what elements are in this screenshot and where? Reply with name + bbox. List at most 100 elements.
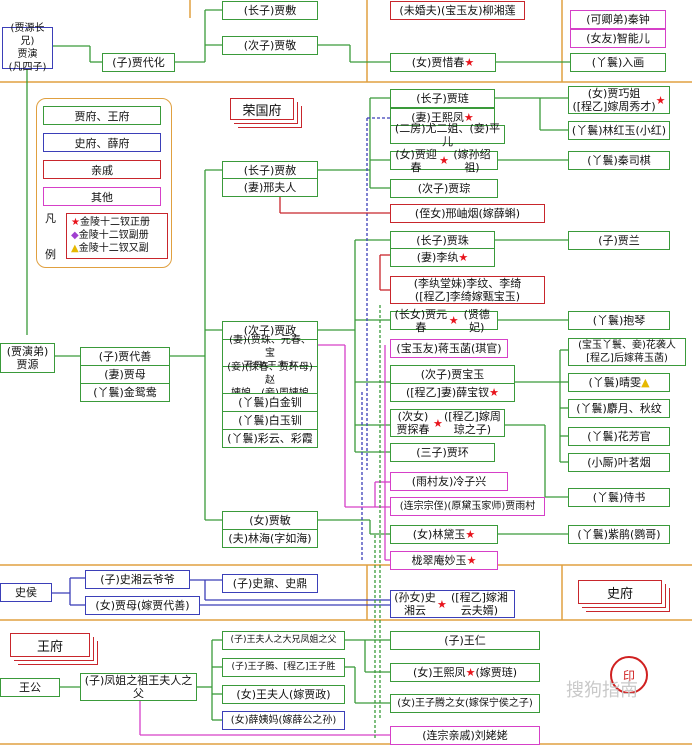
node-jia-min: (女)贾敏 <box>222 511 318 530</box>
star-icon: ★ <box>436 597 447 611</box>
node-mingyan-text: (小厮)叶茗烟 <box>587 456 651 469</box>
node-wang-father: (子)王夫人之大兄凤姐之父 <box>222 631 345 650</box>
node-baochai-text: ([程乙]妻)薛宝钗 <box>405 386 490 399</box>
node-yingchun: (女)贾迎春★(嫁孙绍祖) <box>390 148 498 174</box>
node-shishu-text: (丫鬟)侍书 <box>592 491 646 504</box>
node-qin-zhong-text: (可卿弟)秦钟 <box>586 13 650 26</box>
node-jia-daishan: (子)贾代善 <box>80 347 170 366</box>
banner-wang-label: 王府 <box>36 639 63 655</box>
legend-key: ★金陵十二钗正册 ◆金陵十二钗副册 ▲金陵十二钗又副 <box>66 213 168 259</box>
node-jia-lan-text: (子)贾兰 <box>598 234 640 247</box>
node-baoyu-text: (次子)贾宝玉 <box>420 368 485 381</box>
node-miaoyu-text: 栊翠庵妙玉 <box>411 554 467 567</box>
banner-wang: 王府 <box>10 633 90 657</box>
star-icon: ★ <box>439 154 449 167</box>
node-shihou: 史侯 <box>0 583 52 602</box>
legend-jia-wang: 贾府、王府 <box>43 106 161 125</box>
node-shi-grandpa-text: (子)史湘云爷爷 <box>100 573 175 586</box>
node-jia-fu-text: (长子)贾敷 <box>243 4 297 17</box>
node-jia-mu-wife: (妻)贾母 <box>80 365 170 384</box>
legend-jia-wang-label: 贾府、王府 <box>74 109 130 123</box>
star-icon: ★ <box>448 314 459 327</box>
node-yuanyang-text: (丫鬟)金鸳鸯 <box>93 386 157 399</box>
node-wang-gong-text: 王公 <box>19 681 41 694</box>
triangle-icon: ▲ <box>641 376 650 389</box>
node-zijuan-text: (丫鬟)紫鹃(鹦哥) <box>577 528 661 541</box>
node-jia-huan-text: (三子)贾环 <box>416 446 469 459</box>
node-wang-furen-marry: (女)王夫人(嫁贾政) <box>222 685 345 704</box>
node-zhao-yiniang: (妾)(探春、贾环母)赵 姨娘、(妾)周姨娘 <box>222 362 318 399</box>
node-wang-furen-marry-text: (女)王夫人(嫁贾政) <box>236 688 331 701</box>
node-jia-lan: (子)贾兰 <box>568 231 670 250</box>
node-jia-zhu-text: (长子)贾珠 <box>416 234 469 247</box>
node-jia-yan-text: (贾源长兄) 贾演 (凡四子) <box>8 23 47 73</box>
node-jia-yucun: (连宗宗侄)(原黛玉家师)贾雨村 <box>390 497 545 516</box>
star-icon: ★ <box>466 554 477 567</box>
legend-relatives: 亲戚 <box>43 160 161 179</box>
star-icon: ★ <box>465 666 476 679</box>
legend-others-label: 其他 <box>91 190 113 204</box>
node-li-wan-text: (妻)李纨 <box>416 251 459 264</box>
node-yuanchun: (长女)贾元春★ (贤德妃) <box>390 308 498 334</box>
node-xichun: (女)贾惜春★ <box>390 53 496 72</box>
node-tanchun-text: (次女)贾探春 <box>396 410 430 436</box>
key-main: 金陵十二钗正册 <box>79 217 150 228</box>
node-xifeng-note: (嫁贾琏) <box>475 666 518 679</box>
node-tanchun: (次女)贾探春★([程乙]嫁周琼之子) <box>390 409 505 437</box>
node-baiyu-text: (丫鬟)白玉钏 <box>238 414 302 427</box>
diamond-icon: ◆ <box>71 230 79 241</box>
banner-rongguo-label: 荣国府 <box>242 103 282 119</box>
node-li-sisters-text: (李纨堂妹)李纹、李绮 ([程乙]李绮嫁甄宝玉) <box>413 277 522 303</box>
seal-text: 印 <box>622 668 635 683</box>
star-icon: ★ <box>71 217 80 228</box>
node-wang-xifeng-daughter: (女)王熙凤★(嫁贾琏) <box>390 663 540 682</box>
star-icon: ★ <box>463 111 474 124</box>
key-extra: 金陵十二钗又副 <box>78 243 149 254</box>
node-liu-xianglian-text: (未婚夫)(宝玉友)柳湘莲 <box>399 4 516 17</box>
node-sheyue-text: (丫鬟)麝月、秋纹 <box>576 402 662 415</box>
node-jia-lian: (长子)贾琏 <box>390 89 495 108</box>
node-jia-cong-text: (次子)贾琮 <box>417 182 471 195</box>
node-zijuan: (丫鬟)紫鹃(鹦哥) <box>568 525 670 544</box>
node-sheyue: (丫鬟)麝月、秋纹 <box>568 399 670 418</box>
node-jia-huan: (三子)贾环 <box>390 443 495 462</box>
node-xing-furen-text: (妻)邢夫人 <box>243 181 297 194</box>
node-jia-yucun-text: (连宗宗侄)(原黛玉家师)贾雨村 <box>399 501 536 512</box>
node-shishu: (丫鬟)侍书 <box>568 488 670 507</box>
node-jia-mu-wife-text: (妻)贾母 <box>104 368 146 381</box>
node-jia-daishan-text: (子)贾代善 <box>98 350 152 363</box>
node-jia-cong: (次子)贾琮 <box>390 179 498 198</box>
node-jia-mu-shi: (女)贾母(嫁贾代善) <box>85 596 200 615</box>
star-icon: ★ <box>458 251 469 264</box>
node-miaoyu: 栊翠庵妙玉★ <box>390 551 498 570</box>
node-xichun-text: (女)贾惜春 <box>411 56 465 69</box>
node-yuanchun-text: (长女)贾元春 <box>394 307 448 334</box>
node-jia-zhu: (长子)贾珠 <box>390 231 495 250</box>
node-xiangyun-note: ([程乙]嫁湘云夫婿) <box>450 591 508 617</box>
node-huaxiren-text: (宝玉丫鬟、妾)花袭人 [程乙]后嫁蒋玉菡) <box>578 340 676 364</box>
node-ruhua-text: (丫鬟)入画 <box>591 56 645 69</box>
node-jia-mu-shi-text: (女)贾母(嫁贾代善) <box>95 599 190 612</box>
node-liu-laolao-text: (连宗亲戚)刘姥姥 <box>422 729 508 742</box>
seal-stamp: 印 <box>610 656 648 694</box>
star-icon: ★ <box>432 416 443 430</box>
node-baochai: ([程乙]妻)薛宝钗★ <box>390 383 515 402</box>
node-jia-she: (长子)贾赦 <box>222 161 318 180</box>
node-fengjie-grandpa: (子)凤姐之祖王夫人之 父 <box>80 673 197 701</box>
node-jia-zheng-text: (次子)贾政 <box>243 324 297 337</box>
node-baoqin-text: (丫鬟)抱琴 <box>592 314 646 327</box>
node-shi-grandpa: (子)史湘云爷爷 <box>85 570 190 589</box>
node-siqi: (丫鬟)秦司棋 <box>568 151 670 170</box>
node-xue-yima: (女)薛姨妈(嫁薛公之孙) <box>222 711 345 730</box>
node-jiang-yuhan: (宝玉友)蒋玉菡(琪官) <box>390 339 508 358</box>
node-qingwen: (丫鬟)晴雯▲ <box>568 373 670 392</box>
node-yuanchun-note: (贤德妃) <box>463 307 490 334</box>
node-caiyun: (丫鬟)彩云、彩霞 <box>222 429 318 448</box>
node-xing-furen: (妻)邢夫人 <box>222 178 318 197</box>
node-shi-ding-text: (子)史鼐、史鼎 <box>232 577 308 590</box>
node-jia-jing: (次子)贾敬 <box>222 36 318 55</box>
node-wang-xifeng-daughter-text: (女)王熙凤 <box>412 666 466 679</box>
node-liu-laolao: (连宗亲戚)刘姥姥 <box>390 726 540 745</box>
node-jia-yan: (贾源长兄) 贾演 (凡四子) <box>2 23 53 73</box>
